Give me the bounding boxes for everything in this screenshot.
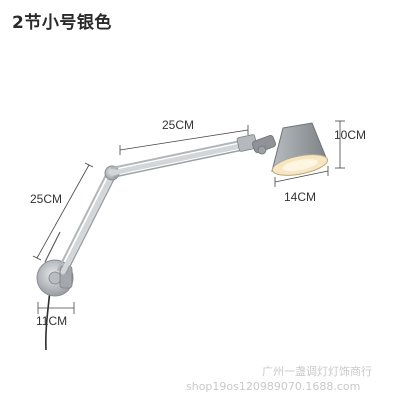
lower-arm (44, 172, 116, 275)
upper-arm (109, 138, 253, 178)
watermark-shop-name: 广州一盏调灯灯饰商行 (262, 365, 372, 378)
product-title: 2节小号银色 (12, 13, 112, 33)
lamp-shade (271, 122, 329, 176)
watermark-url: shop19os120989070.1688.com (186, 380, 361, 393)
dimension-lines (32, 120, 345, 314)
dimension-shade-height: 10CM (334, 128, 367, 142)
dimension-base-width: 11CM (36, 314, 68, 328)
dimension-lower-arm: 25CM (30, 192, 63, 206)
head-joint (236, 134, 276, 155)
dimension-shade-width: 14CM (284, 190, 317, 204)
dimension-upper-arm: 25CM (162, 118, 195, 132)
